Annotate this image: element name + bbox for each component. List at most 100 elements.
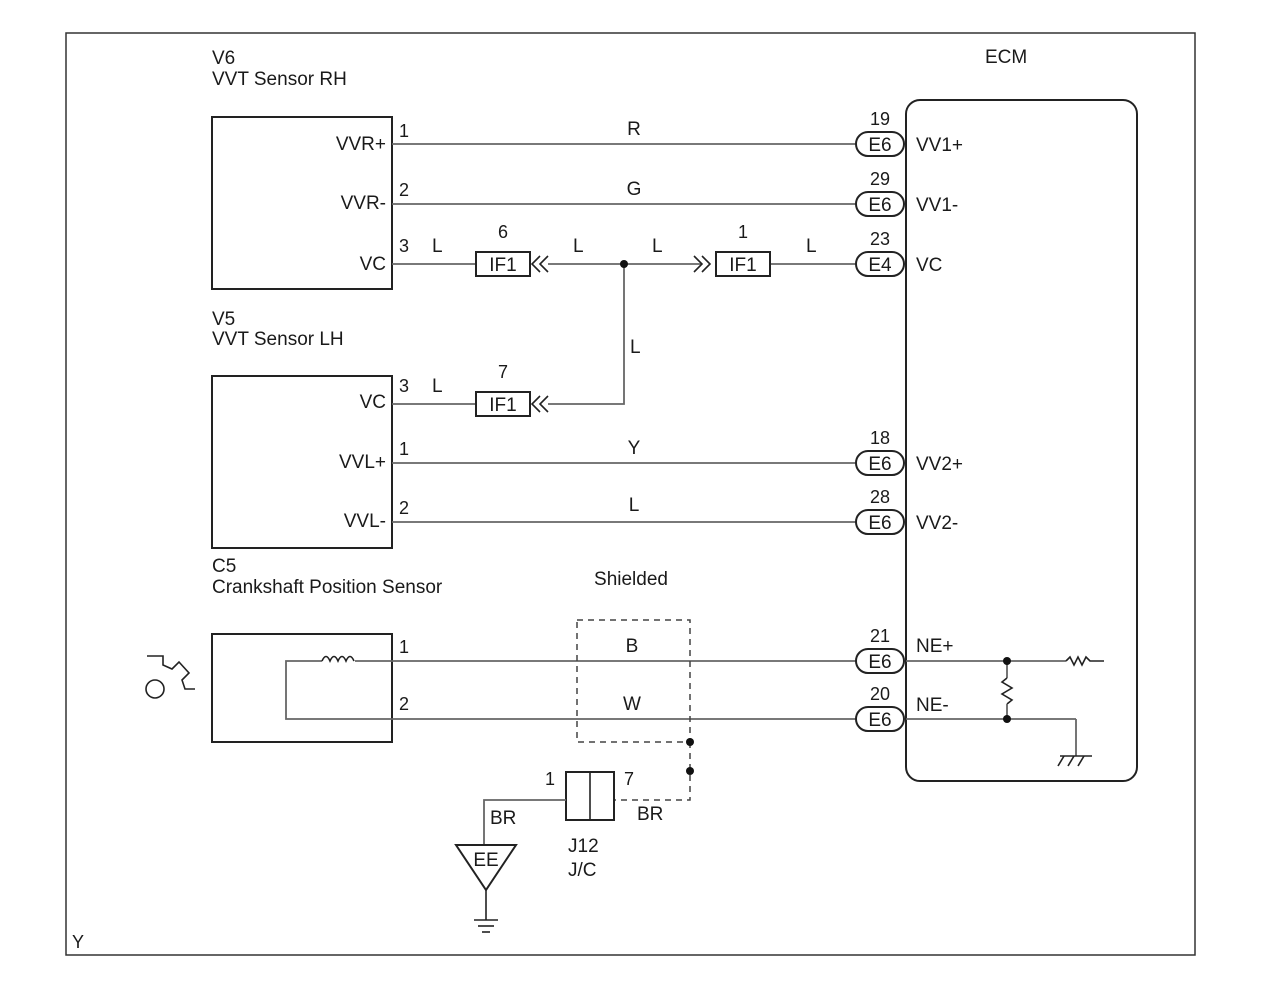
if1-rh-chevron-icon [530, 255, 549, 273]
sensor-rh-id: V6 [212, 48, 235, 69]
coil-icon [321, 655, 355, 663]
wire-color-vvr-plus: R [627, 119, 641, 140]
ground-label: EE [473, 850, 498, 871]
sensor-rh-box [211, 116, 393, 290]
sensor-lh-box [211, 375, 393, 549]
lh-pin-1: 1 [399, 439, 409, 459]
junction-wire-left: BR [490, 808, 516, 829]
ecm-connector-label-vc: E4 [868, 255, 892, 276]
if1-lh-pin: 7 [498, 362, 508, 382]
ecm-terminal-ne-plus: NE+ [916, 636, 954, 657]
sensor-rh-pin-label-vvr-minus: VVR- [341, 193, 386, 214]
ecm-terminal-ne-minus: NE- [916, 695, 949, 716]
ecm-pin-number-vv2-plus: 18 [870, 428, 890, 448]
ecm-pin-number-vv1-plus: 19 [870, 109, 890, 129]
wire-junction-ground [483, 799, 566, 845]
if1-ecm-pin: 1 [738, 222, 748, 242]
junction-id: J12 [568, 836, 599, 857]
diagram-frame [65, 32, 1196, 956]
sensor-rh-pin-label-vc: VC [360, 254, 386, 275]
if1-connector-lh: IF1 7 [475, 362, 549, 417]
wire-color-ne-minus: W [623, 694, 641, 715]
shield-dot-2 [686, 767, 694, 775]
sensor-lh-name: VVT Sensor LH [212, 329, 344, 350]
sensor-lh-pin-label-vvl-plus: VVL+ [339, 452, 386, 473]
ecm-pin-number-ne-plus: 21 [870, 626, 890, 646]
sensor-rh-pin-label-vvr-plus: VVR+ [336, 134, 386, 155]
corner-mark: Y [72, 932, 84, 952]
ecm-title: ECM [985, 47, 1027, 68]
ecm-terminal-vv1-plus: VV1+ [916, 135, 963, 156]
chassis-ground-icon [474, 919, 498, 933]
wire-vc-branch [548, 264, 625, 405]
if1-ecm-box [715, 251, 771, 277]
sensor-lh-pin-label-vvl-minus: VVL- [344, 511, 386, 532]
ecm-connector-ne-minus [855, 706, 905, 732]
ecm-connector-vv1-minus [855, 191, 905, 217]
vc-splice-dot [620, 260, 628, 268]
if1-connector-rh: IF1 6 [475, 222, 549, 277]
ecm-connector-vv2-plus [855, 450, 905, 476]
ecm-connector-label-vv1-minus: E6 [868, 195, 891, 216]
ecm-node-dot-1 [1003, 657, 1011, 665]
ecm-connector-vv2-minus [855, 509, 905, 535]
ecm-terminal-vv2-minus: VV2- [916, 513, 958, 534]
sensor-lh-id: V5 [212, 309, 235, 330]
wire-ne-minus [285, 660, 856, 720]
junction-type: J/C [568, 860, 597, 881]
sensor-crank-box [211, 633, 393, 743]
crank-pin-1: 1 [399, 637, 409, 657]
wire-label-vc-branch: L [630, 337, 641, 358]
rh-pin-3: 3 [399, 236, 409, 256]
sensor-crank-id: C5 [212, 556, 236, 577]
lh-pin-3: 3 [399, 376, 409, 396]
crank-pin-2: 2 [399, 694, 409, 714]
if1-lh-chevron-icon [530, 395, 549, 413]
gear-icon [145, 655, 195, 699]
ecm-terminal-vc: VC [916, 255, 942, 276]
if1-rh-label: IF1 [489, 255, 516, 276]
lh-pin-2: 2 [399, 498, 409, 518]
sensor-lh-pin-label-vc: VC [360, 392, 386, 413]
lh-wire-vc: L [432, 376, 443, 397]
ecm-terminal-vv2-plus: VV2+ [916, 454, 963, 475]
ecm-connector-label-ne-minus: E6 [868, 710, 891, 731]
ecm-node-dot-2 [1003, 715, 1011, 723]
wire-color-vvl-plus: Y [628, 438, 641, 459]
if1-lh-label: IF1 [489, 395, 516, 416]
ecm-connector-label-vv2-plus: E6 [868, 454, 891, 475]
ecm-pin-number-vv1-minus: 29 [870, 169, 890, 189]
if1-connector-ecm: IF1 1 [693, 222, 771, 277]
if1-lh-box [475, 391, 531, 417]
sensor-crank-name: Crankshaft Position Sensor [212, 577, 443, 598]
resistor-series-icon [1065, 655, 1104, 667]
shield-dot-1 [686, 738, 694, 746]
wire-label-vc-rh-2: L [573, 236, 584, 257]
shield-label: Shielded [594, 569, 668, 590]
ecm-pin-number-ne-minus: 20 [870, 684, 890, 704]
shield-box [576, 619, 691, 743]
ecm-ground-icon [1057, 755, 1092, 767]
if1-rh-pin: 6 [498, 222, 508, 242]
ecm-connectors: E619VV1+E629VV1-E423VCE618VV2+E628VV2-E6… [855, 109, 963, 732]
junction-pin-left: 1 [545, 769, 555, 789]
ecm-box [905, 99, 1138, 782]
if1-rh-box [475, 251, 531, 277]
ecm-connector-ne-plus [855, 648, 905, 674]
sensor-rh-name: VVT Sensor RH [212, 69, 347, 90]
ground-triangle [454, 844, 518, 892]
ecm-connector-label-vv2-minus: E6 [868, 513, 891, 534]
rh-pin-1: 1 [399, 121, 409, 141]
if1-ecm-label: IF1 [729, 255, 756, 276]
wire-label-vc-rh-3: L [652, 236, 663, 257]
junction-wire-right: BR [637, 804, 663, 825]
wire-label-vc-rh-1: L [432, 236, 443, 257]
ecm-terminal-vv1-minus: VV1- [916, 195, 958, 216]
wire-label-vc-ecm: L [806, 236, 817, 257]
ecm-pin-number-vv2-minus: 28 [870, 487, 890, 507]
wire-color-vvl-minus: L [629, 495, 640, 516]
rh-pin-2: 2 [399, 180, 409, 200]
junction-pin-right: 7 [624, 769, 634, 789]
ecm-connector-label-vv1-plus: E6 [868, 135, 891, 156]
